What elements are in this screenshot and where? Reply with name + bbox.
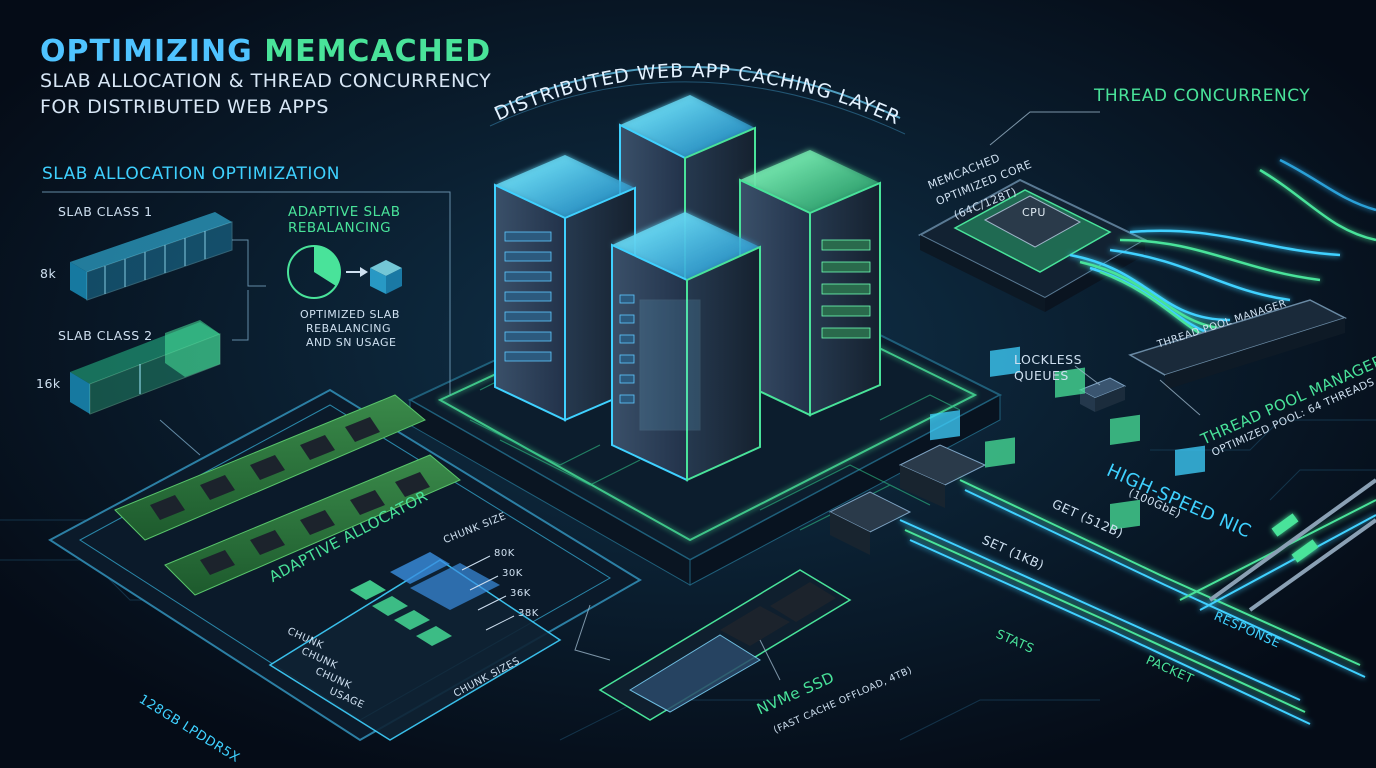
leader-lines bbox=[574, 111, 1201, 681]
lockless-queues-line-1: LOCKLESS bbox=[1014, 352, 1083, 367]
nic-ports bbox=[828, 444, 987, 555]
cpu-chip-label: CPU bbox=[1022, 206, 1046, 219]
slab-section-title: SLAB ALLOCATION OPTIMIZATION bbox=[42, 164, 340, 184]
chunk-size-0: 80K bbox=[494, 548, 515, 559]
arrow-right-icon bbox=[346, 267, 368, 277]
fiber-cables bbox=[1208, 478, 1376, 612]
allocator-chunk-blocks bbox=[350, 552, 500, 646]
rebalancing-note-line-1: OPTIMIZED SLAB bbox=[300, 308, 400, 321]
nvme-ssd bbox=[598, 569, 852, 721]
fiber-connector-glow bbox=[1271, 513, 1319, 563]
rebalancing-title-line-2: REBALANCING bbox=[288, 220, 392, 236]
thread-pool-manager-bar bbox=[1128, 299, 1347, 390]
ram-stick-1 bbox=[114, 394, 426, 541]
rebalancing-pie-icon bbox=[287, 245, 341, 299]
slab-class-2-bar bbox=[70, 320, 221, 415]
lockless-queue-blocks bbox=[1078, 377, 1127, 412]
chunk-size-3: 38K bbox=[518, 608, 539, 619]
lockless-queues-line-2: QUEUES bbox=[1014, 368, 1069, 383]
page-title: OPTIMIZING MEMCACHED bbox=[40, 34, 492, 69]
cpu-package bbox=[917, 178, 1148, 312]
chunk-size-1: 30K bbox=[502, 568, 523, 579]
chunk-size-2: 36K bbox=[510, 588, 531, 599]
thread-concurrency-title: THREAD CONCURRENCY bbox=[1094, 86, 1311, 106]
rebalancing-note-line-2: REBALANCING bbox=[306, 322, 391, 335]
slab-class-1-bar bbox=[70, 212, 233, 301]
slab-class-2-size: 16k bbox=[36, 376, 61, 391]
thread-lines bbox=[1069, 158, 1376, 352]
page-subtitle-line-2: FOR DISTRIBUTED WEB APPS bbox=[40, 96, 329, 118]
ram-stick-2 bbox=[164, 454, 461, 596]
packet-cubes bbox=[930, 346, 1205, 530]
caching-layer-arc bbox=[489, 65, 906, 135]
slab-cube-icon bbox=[370, 260, 402, 294]
chunk-size-arrows bbox=[461, 555, 515, 631]
server-tower-front bbox=[611, 212, 761, 482]
slab-section-connector bbox=[42, 191, 451, 456]
page-subtitle-line-1: SLAB ALLOCATION & THREAD CONCURRENCY bbox=[40, 70, 492, 92]
slab-class-1-label: SLAB CLASS 1 bbox=[58, 204, 153, 219]
slab-class-2-label: SLAB CLASS 2 bbox=[58, 328, 153, 343]
rebalancing-title-line-1: ADAPTIVE SLAB bbox=[288, 204, 401, 220]
slab-class-1-size: 8k bbox=[40, 266, 57, 281]
rebalancing-note-line-3: AND SN USAGE bbox=[306, 336, 397, 349]
